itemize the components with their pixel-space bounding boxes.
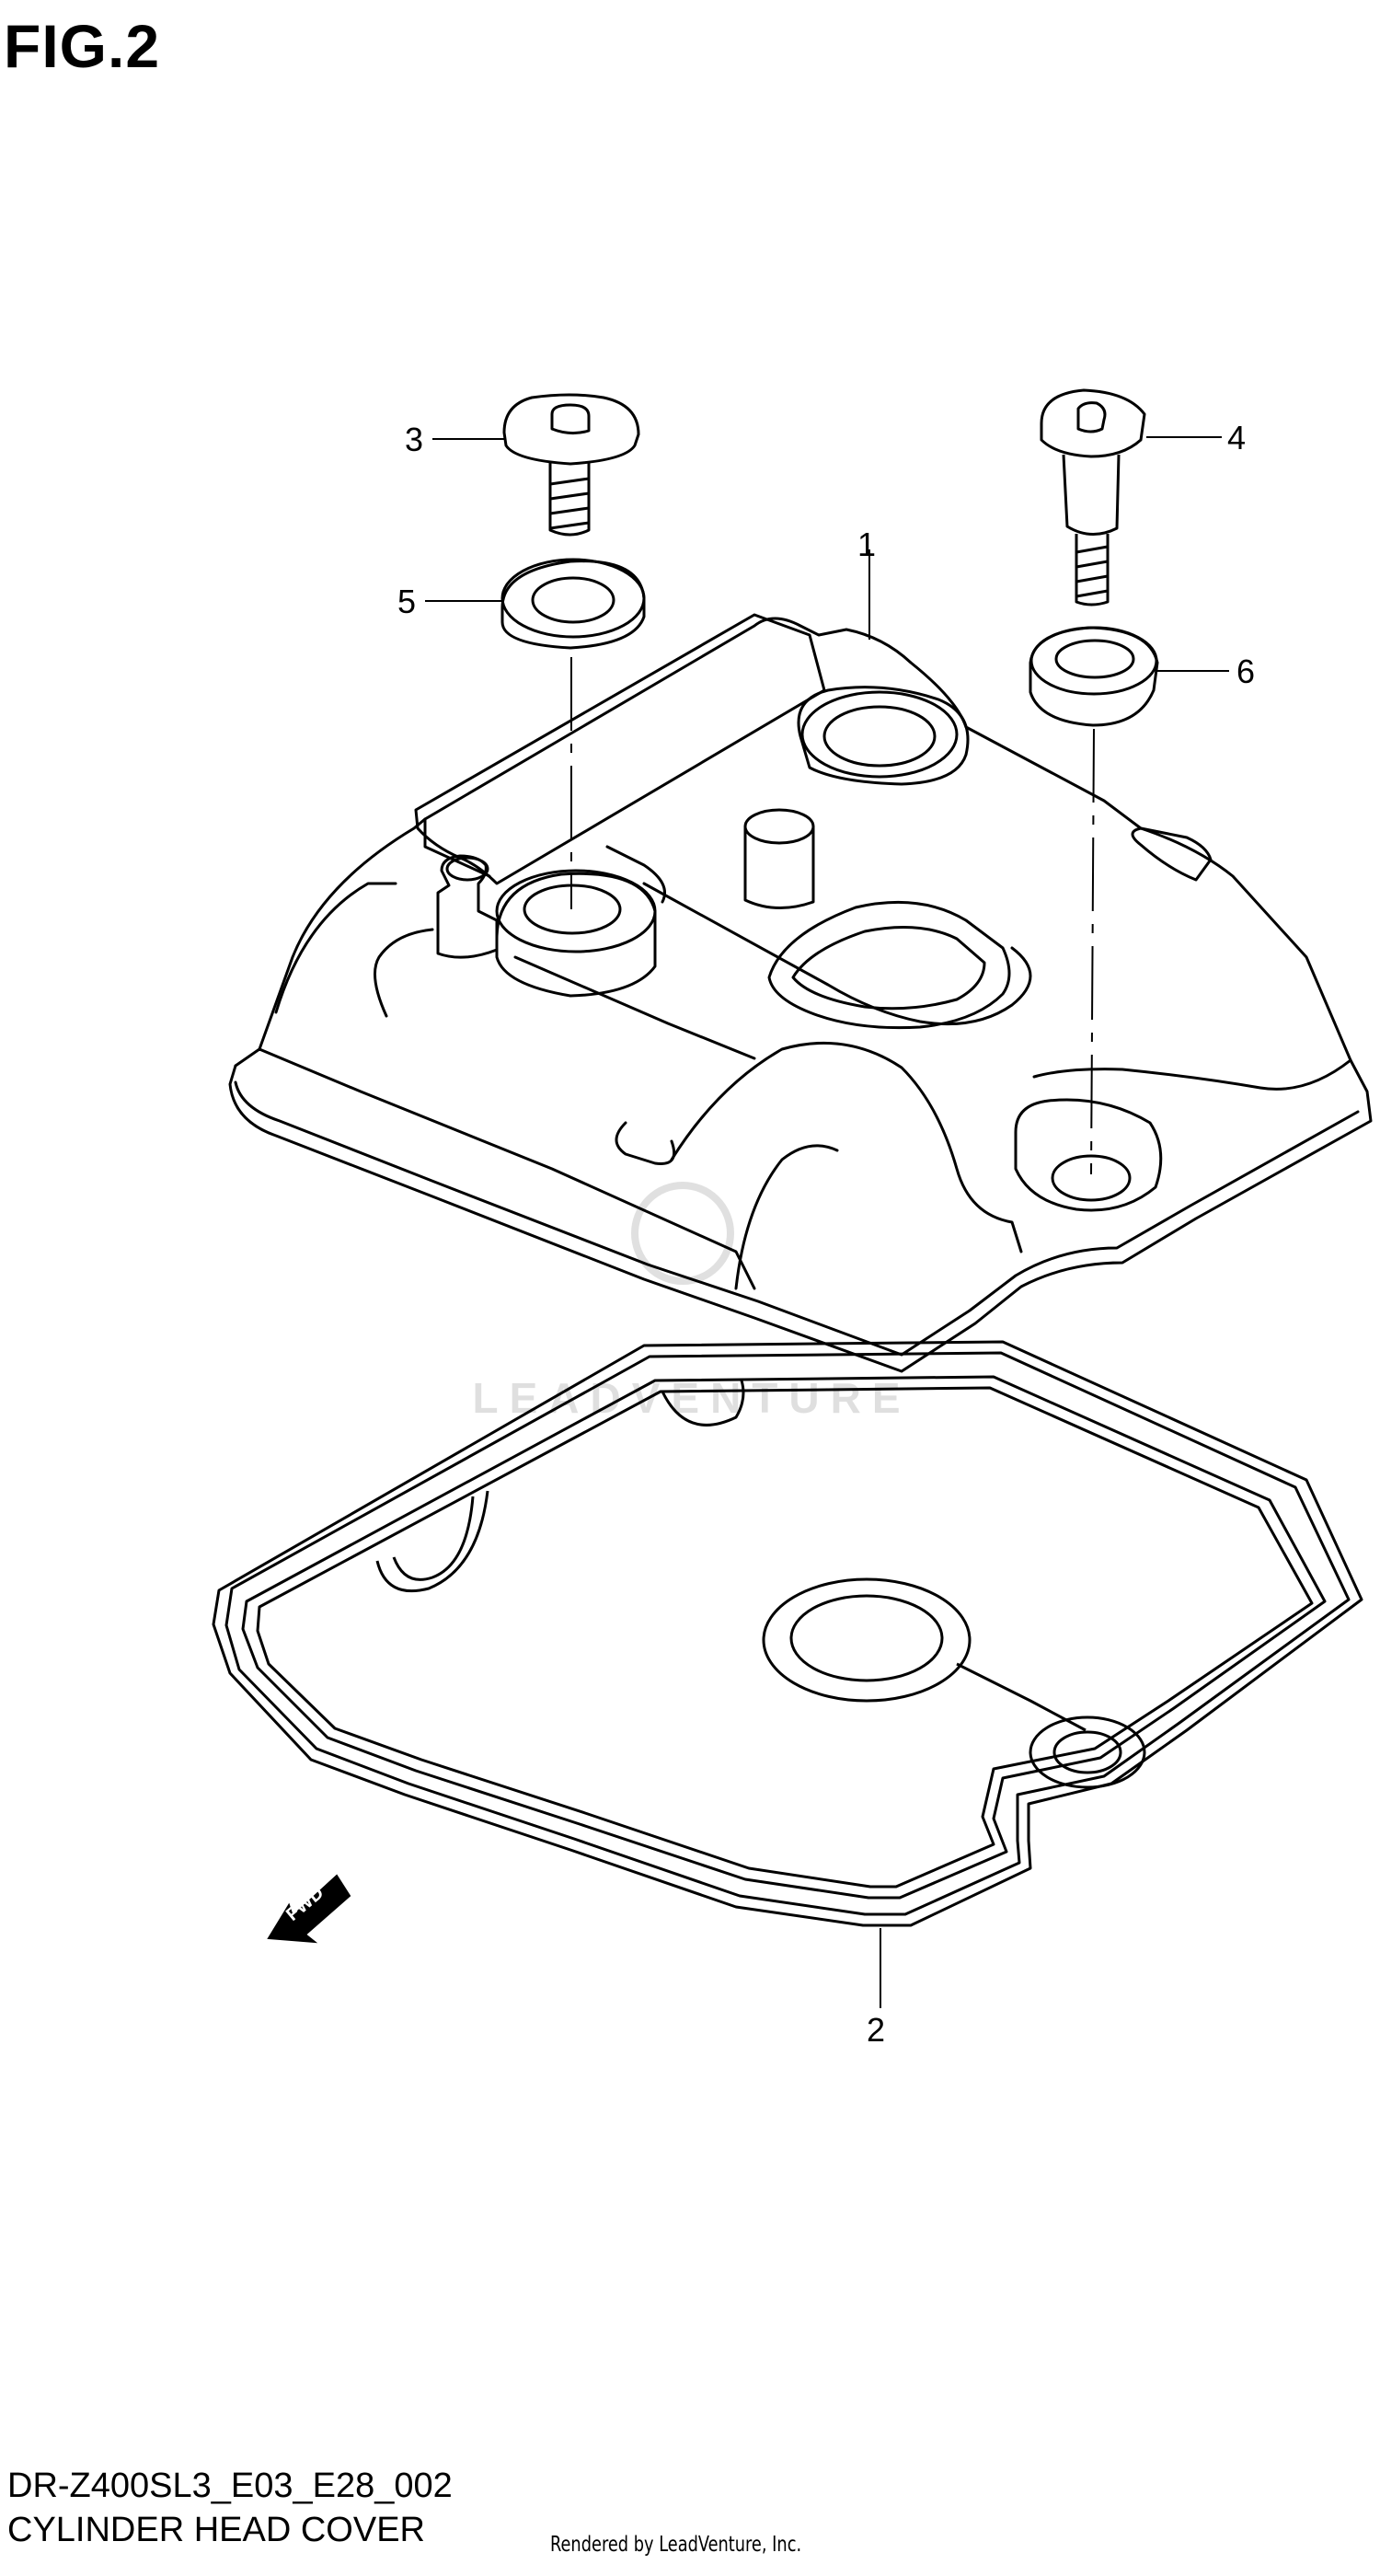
cover-plug-seat-ring [800,690,959,779]
bolt-3-thread-lines [549,477,590,530]
gasket-inner-edge [241,1375,1327,1900]
cover-dowel-top [743,808,815,845]
callout-labels: 1 2 3 4 5 6 [397,419,1255,2049]
cover-mid-line [513,955,756,1060]
bolt-part-3 [502,393,640,537]
grommet-6-hole [1054,639,1135,679]
fwd-arrow-icon: FWD [267,1874,351,1944]
cover-body-left [258,617,1143,1051]
callout-3-label: 3 [405,421,423,458]
cover-flange-outer [228,1058,1373,1373]
cover-bolt-boss-right [1014,1098,1163,1212]
gasket-inner-edge-2 [256,1386,1314,1889]
cover-right-side [1131,826,1213,882]
assembly-centerlines [570,657,1095,1175]
washer-5-hole [531,576,615,624]
cover-plug-seat [797,686,970,786]
cover-left-recess [274,882,397,1014]
cover-oil-recess-inner [791,926,986,1011]
gasket-part-2 [212,1340,1363,1927]
grommet-6-top [1029,626,1158,696]
figure-code: DR-Z400SL3_E03_E28_002 [7,2466,453,2505]
callout-leaders [425,436,1229,2008]
gasket-tab-left [375,1490,489,1593]
gasket-bolt-ring-outer [1029,1715,1146,1789]
rendered-by-credit: Rendered by LeadVenture, Inc. [550,2533,802,2557]
cover-front-dome [670,1041,1023,1253]
cover-flange-top [234,1047,756,1290]
cover-top-ridge [414,613,826,885]
washer-5-top [500,558,646,639]
callout-2-label: 2 [867,2011,885,2049]
cover-plug-seat-hole [822,705,937,768]
cover-slot [615,1121,676,1165]
bolt-4-thread [1075,534,1110,606]
cover-breather-tip [445,856,489,882]
cover-boss-lip [605,845,666,904]
cover-bolt-boss-left [495,872,657,998]
bolt-4-shank [1062,454,1121,536]
cover-right-dome [1032,826,1352,1091]
cover-flange-inner [234,1080,1360,1357]
gasket-plug-ring-outer [762,1577,972,1703]
gasket-outer-edge-2 [224,1351,1351,1916]
callout-5-label: 5 [397,583,416,620]
callout-6-label: 6 [1236,653,1255,690]
bolt-4-thread-lines [1075,545,1109,598]
cover-bolt-boss-left-top [495,869,657,953]
fwd-arrow-shape [267,1874,351,1944]
washer-part-5 [500,558,646,650]
grommet-part-6 [1029,626,1159,727]
gasket-bolt-hole [1052,1730,1122,1774]
bolt-3-thread [548,462,591,537]
cylinder-head-cover-part-1 [228,613,1373,1373]
gasket-plug-ring-inner [789,1594,944,1682]
gasket-tab-center [661,1380,745,1427]
cover-front-dome-edge [734,1144,839,1290]
gasket-outer-edge [212,1340,1363,1927]
bolt-4-head-socket [1076,401,1107,433]
gasket-tab-left-2 [392,1496,475,1581]
cover-center-line [642,882,1032,1026]
centerline-right [1090,728,1095,1175]
cover-dowel [743,825,815,910]
cover-upper-edge [423,817,491,878]
bolt-3-head-socket [550,403,591,435]
cover-left-wall [374,928,434,1018]
figure-name: CYLINDER HEAD COVER [7,2511,425,2549]
bolt-4-head [1040,388,1146,458]
bolt-3-head [502,393,640,466]
figure-title: FIG.2 [4,12,161,80]
cover-bolt-hole-right [1051,1154,1132,1202]
bolt-part-4 [1040,388,1146,606]
callout-1-label: 1 [857,526,876,563]
cover-oil-recess [767,900,1011,1030]
watermark-logo-icon [631,1182,734,1285]
callout-4-label: 4 [1227,419,1246,456]
washer-5-body [500,560,646,650]
